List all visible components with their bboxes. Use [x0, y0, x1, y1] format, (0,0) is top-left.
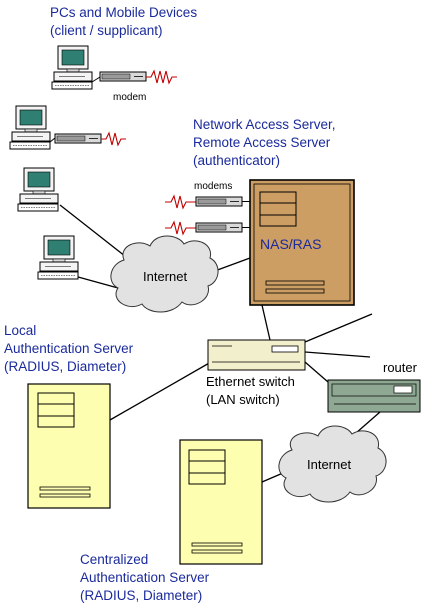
- local-auth-title: Local Authentication Server (RADIUS, Dia…: [4, 323, 134, 374]
- pc1-to-modem-line: [91, 76, 101, 83]
- svg-text:(RADIUS, Diameter): (RADIUS, Diameter): [4, 359, 126, 374]
- router-label: router: [383, 360, 418, 375]
- switch-to-router-line: [304, 361, 329, 383]
- nas-modem-2-signal: [165, 220, 196, 236]
- local-auth-server: [27, 383, 111, 509]
- ethernet-switch: [207, 339, 306, 371]
- internet-label-bottom: Internet: [307, 457, 351, 472]
- nas-title: Network Access Server, Remote Access Ser…: [193, 117, 336, 168]
- internet-cloud-top: Internet: [110, 235, 219, 313]
- modem-label: modem: [113, 92, 146, 103]
- pc2-to-modem-line: [49, 137, 56, 143]
- svg-text:Centralized: Centralized: [80, 552, 148, 567]
- clients-title: PCs and Mobile Devices (client / supplic…: [50, 5, 197, 38]
- pc3-to-internet-line: [59, 204, 131, 261]
- client-modem-2: [54, 133, 102, 144]
- svg-text:Authentication Server: Authentication Server: [4, 341, 134, 356]
- svg-text:Authentication Server: Authentication Server: [80, 570, 210, 585]
- svg-text:(authenticator): (authenticator): [193, 153, 280, 168]
- central-auth-server: [179, 439, 263, 565]
- pc-4: [37, 235, 79, 280]
- nas-ras-server: NAS/RAS: [249, 179, 355, 306]
- switch-title: Ethernet switch (LAN switch): [206, 374, 295, 407]
- svg-text:Network Access Server,: Network Access Server,: [193, 117, 336, 132]
- nas-to-switch-line: [261, 304, 271, 341]
- pc-2: [9, 105, 51, 150]
- nas-modems-label: modems: [194, 181, 232, 192]
- svg-text:Remote Access Server: Remote Access Server: [193, 135, 331, 150]
- client-modem-2-signal: [101, 131, 126, 147]
- client-modem-1: [99, 71, 147, 82]
- switch-to-lan-line-1: [304, 313, 373, 343]
- svg-text:(LAN switch): (LAN switch): [206, 392, 280, 407]
- central-auth-title: Centralized Authentication Server (RADIU…: [80, 552, 210, 603]
- internet-cloud-bottom: Internet: [278, 425, 387, 503]
- pc-3: [17, 167, 59, 212]
- pc-1: [51, 45, 93, 90]
- client-modem-1-signal: [146, 69, 177, 85]
- internet-label-top: Internet: [143, 269, 187, 284]
- svg-text:PCs and Mobile Devices: PCs and Mobile Devices: [50, 5, 197, 20]
- svg-text:(client / supplicant): (client / supplicant): [50, 23, 163, 38]
- switch-to-lan-line-2: [304, 351, 371, 358]
- router: [327, 379, 421, 413]
- svg-text:(RADIUS, Diameter): (RADIUS, Diameter): [80, 588, 202, 603]
- nas-modem-2: [195, 222, 243, 233]
- svg-text:Local: Local: [4, 323, 36, 338]
- svg-text:Ethernet switch: Ethernet switch: [206, 374, 295, 389]
- switch-to-local-server-line: [109, 361, 212, 421]
- nas-modem-1-signal: [165, 194, 196, 210]
- nas-modem-1: [195, 196, 243, 207]
- nas-ras-label: NAS/RAS: [260, 236, 321, 252]
